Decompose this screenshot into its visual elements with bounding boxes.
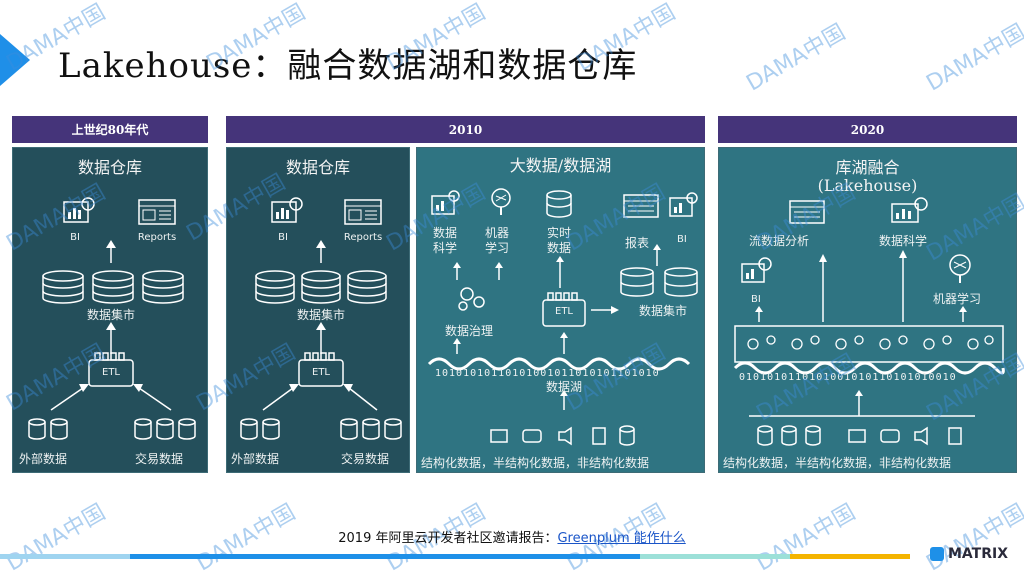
- panel-lakehouse: 库湖融合 (Lakehouse) 流数据分析 数据科学 BI 机器学习: [718, 147, 1017, 473]
- title-accent-triangle: [0, 34, 30, 86]
- etl-label: ETL: [555, 306, 573, 317]
- source-icons: [490, 425, 635, 446]
- bi-label: BI: [677, 234, 687, 245]
- transaction-db-icon: [340, 418, 402, 440]
- transaction-db-icon: [134, 418, 196, 440]
- bi-chart-icon: [741, 257, 772, 283]
- era-banner-1980s: 上世纪80年代: [12, 116, 208, 143]
- logo-mark-icon: [930, 547, 944, 561]
- etl-machine-icon: [542, 292, 586, 327]
- footer-bar-blue: [130, 554, 640, 559]
- bi-chart-icon: [63, 197, 95, 223]
- panel1-title: 数据仓库: [77, 158, 142, 177]
- datamart-label: 数据集市: [639, 304, 688, 318]
- reports-label: Reports: [137, 232, 177, 243]
- footer-bar-teal: [640, 554, 790, 559]
- data-science-label: 数据科学: [879, 234, 928, 248]
- panel4-subtitle: (Lakehouse): [817, 176, 918, 195]
- wave-line: [733, 361, 1005, 375]
- reports-icon: [344, 199, 382, 225]
- database-icon: [255, 270, 387, 304]
- logo-text: MATRIX: [948, 546, 1009, 562]
- panel1-diagram-graphics: [28, 240, 196, 440]
- report-label: 报表: [625, 236, 650, 250]
- stream-analytics-label: 流数据分析: [749, 234, 810, 248]
- bi-label: BI: [278, 232, 288, 243]
- wave-line: [427, 357, 691, 371]
- panel2-diagram-graphics: [240, 240, 402, 440]
- era-banner-2020: 2020: [718, 116, 1017, 143]
- era-banner-2010: 2010: [226, 116, 705, 143]
- external-db-icon: [240, 418, 280, 440]
- transaction-data-label: 交易数据: [341, 452, 390, 466]
- report-icon: [789, 200, 825, 224]
- matrix-logo: MATRIX: [930, 546, 1008, 562]
- sources-label: 结构化数据，半结构化数据，非结构化数据: [723, 456, 952, 470]
- engine-gears: [747, 335, 994, 350]
- machine-learning-label: 机器 学习: [485, 226, 510, 255]
- panel4-diagram-graphics: [733, 250, 1005, 446]
- bi-label: BI: [751, 294, 761, 305]
- report-icon: [623, 194, 659, 218]
- data-governance-label: 数据治理: [445, 324, 494, 338]
- bi-chart-icon: [669, 192, 698, 217]
- source-icons: [757, 425, 962, 446]
- panel2-title: 数据仓库: [285, 158, 350, 177]
- etl-machine-icon: [298, 352, 344, 387]
- footer-bar-light: [0, 554, 130, 559]
- transaction-data-label: 交易数据: [135, 452, 184, 466]
- panel3-diagram-graphics: [427, 244, 698, 446]
- page-title: Lakehouse：融合数据湖和数据仓库: [58, 46, 638, 86]
- bi-chart-icon: [431, 190, 460, 215]
- watermark: DAMA中国: [742, 19, 850, 97]
- reports-label: Reports: [343, 232, 383, 243]
- datamart-label: 数据集市: [296, 308, 346, 322]
- etl-label: ETL: [312, 367, 330, 378]
- panel-data-warehouse-2010: 数据仓库 BI Reports: [226, 147, 410, 473]
- panel4-title: 库湖融合: [835, 158, 900, 177]
- realtime-data-label: 实时 数据: [547, 226, 572, 255]
- bi-chart-icon: [271, 197, 303, 223]
- footer-prefix: 2019 年阿里云开发者社区邀请报告：: [338, 531, 558, 546]
- footer-bar-yellow: [790, 554, 910, 559]
- bi-chart-icon: [891, 197, 928, 223]
- database-icon: [42, 270, 184, 304]
- data-science-label: 数据 科学: [433, 226, 458, 255]
- sources-label: 结构化数据，半结构化数据，非结构化数据: [421, 456, 650, 470]
- footer-citation: 2019 年阿里云开发者社区邀请报告：Greenplum 能作什么: [0, 527, 1024, 546]
- panel-data-lake: 大数据/数据湖 数据 科学 机器 学习 实时 数据 报表 BI: [416, 147, 705, 473]
- etl-machine-icon: [88, 352, 134, 387]
- data-lake-label: 数据湖: [545, 380, 583, 394]
- database-icon: [546, 190, 572, 218]
- database-icon: [620, 267, 698, 297]
- etl-label: ETL: [102, 367, 120, 378]
- reports-icon: [138, 199, 176, 225]
- binary-stream: 0101010110101001010110101010010: [739, 372, 957, 383]
- external-data-label: 外部数据: [19, 452, 68, 466]
- datamart-label: 数据集市: [86, 308, 136, 322]
- footer-link[interactable]: Greenplum 能作什么: [557, 531, 686, 546]
- machine-learning-label: 机器学习: [933, 292, 982, 306]
- gears-icon: [458, 287, 485, 311]
- panel-data-warehouse-1980s: 数据仓库 BI Reports: [12, 147, 208, 473]
- panel3-title: 大数据/数据湖: [509, 156, 612, 175]
- lakehouse-engine-box: [734, 325, 1004, 363]
- brain-tree-icon: [491, 188, 511, 215]
- external-db-icon: [28, 418, 68, 440]
- bi-label: BI: [70, 232, 80, 243]
- binary-stream: 10101010110101001011010101101010: [435, 368, 660, 379]
- brain-tree-icon: [949, 254, 971, 283]
- watermark: DAMA中国: [922, 19, 1024, 97]
- external-data-label: 外部数据: [231, 452, 280, 466]
